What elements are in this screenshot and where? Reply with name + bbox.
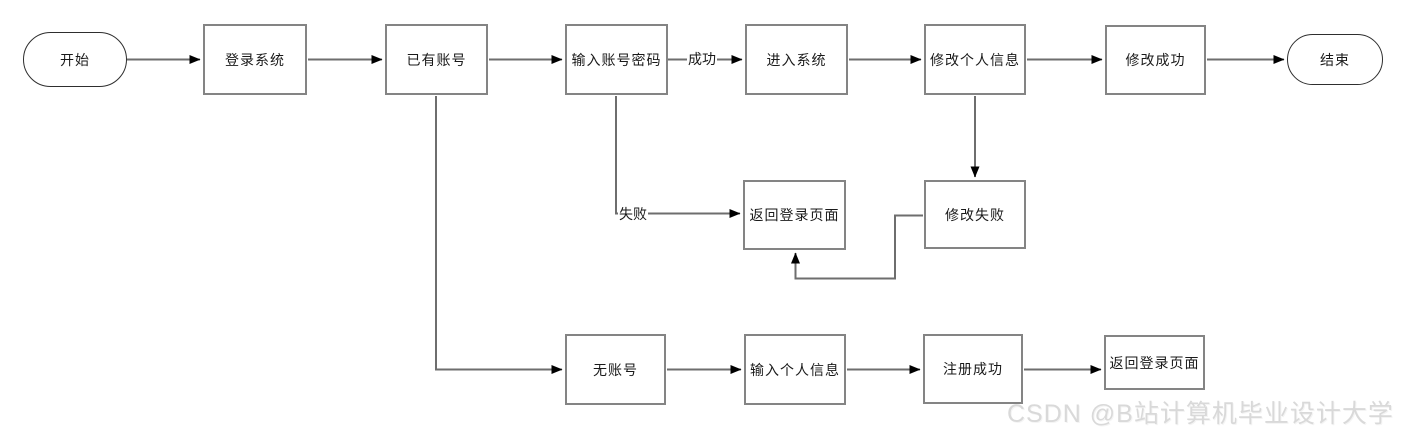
node-register-success: 注册成功	[923, 334, 1023, 404]
edge-credentials-fail-to-back-login	[615, 96, 741, 218]
node-edit-success: 修改成功	[1105, 25, 1206, 95]
csdn-watermark: CSDN @B站计算机毕业设计大学	[1007, 400, 1394, 428]
node-edit-fail: 修改失败	[924, 180, 1026, 249]
node-back-to-login-mid: 返回登录页面	[743, 180, 846, 250]
node-enter-system: 进入系统	[745, 24, 848, 95]
edge-has-account-to-no-account	[435, 96, 563, 374]
edge-label-fail: 失败	[618, 206, 648, 222]
node-start: 开始	[23, 32, 127, 87]
node-has-account: 已有账号	[385, 24, 488, 95]
node-enter-credentials: 输入账号密码	[565, 24, 668, 95]
node-no-account: 无账号	[565, 334, 666, 405]
node-edit-profile: 修改个人信息	[924, 24, 1026, 95]
edge-label-success: 成功	[687, 51, 717, 67]
node-enter-personal-info: 输入个人信息	[744, 334, 846, 405]
node-login-system: 登录系统	[203, 24, 307, 95]
node-end: 结束	[1287, 34, 1383, 85]
node-back-to-login-bottom: 返回登录页面	[1104, 335, 1205, 390]
edge-edit-fail-to-back-login	[791, 214, 923, 280]
